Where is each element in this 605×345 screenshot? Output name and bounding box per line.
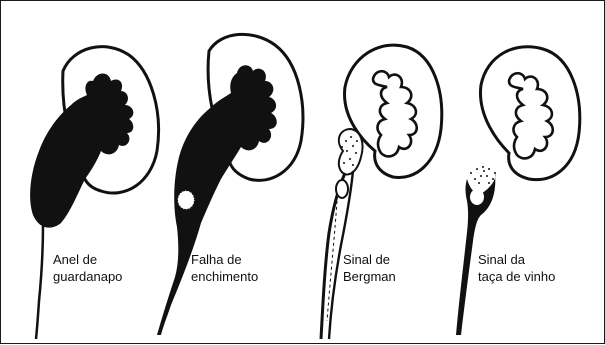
caption-line: Sinal da xyxy=(478,251,555,268)
caption-line: Sinal de xyxy=(343,251,396,268)
caption-line: Bergman xyxy=(343,268,396,285)
caption-anel-de-guardanapo: Anel de guardanapo xyxy=(53,251,122,285)
panel-anel-de-guardanapo xyxy=(30,47,158,339)
caption-sinal-da-taca-de-vinho: Sinal da taça de vinho xyxy=(478,251,555,285)
panel-falha-de-enchimento xyxy=(157,34,303,335)
ureter-1 xyxy=(36,225,43,339)
caption-line: Falha de xyxy=(191,251,258,268)
panel-sinal-de-bergman xyxy=(321,45,442,339)
caption-line: Anel de xyxy=(53,251,122,268)
tumor-mass-3 xyxy=(339,129,363,175)
panel-sinal-da-taca-de-vinho xyxy=(456,47,580,335)
cup-defect-4 xyxy=(470,189,484,205)
filled-pelvis-2 xyxy=(157,65,277,335)
caption-line: taça de vinho xyxy=(478,268,555,285)
cup-stipple-4 xyxy=(470,166,496,184)
caption-line: guardanapo xyxy=(53,268,122,285)
ureter-lesion-3 xyxy=(336,180,348,198)
caption-falha-de-enchimento: Falha de enchimento xyxy=(191,251,258,285)
caption-line: enchimento xyxy=(191,268,258,285)
caption-sinal-de-bergman: Sinal de Bergman xyxy=(343,251,396,285)
